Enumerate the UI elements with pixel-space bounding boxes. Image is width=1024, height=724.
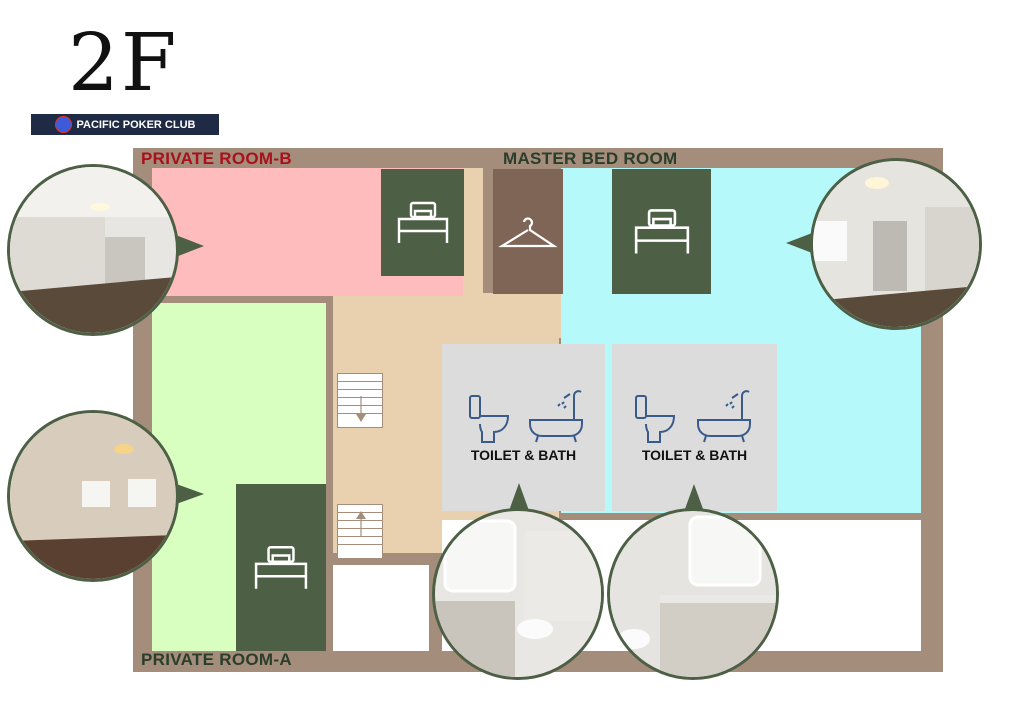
toilet-icon	[635, 395, 676, 443]
bed-tile-private-b	[381, 169, 464, 276]
bathroom-photo-1	[432, 508, 604, 680]
bed-tile-private-a	[236, 484, 326, 651]
room-photo-private-b	[7, 164, 179, 336]
private-room-b-label: PRIVATE ROOM-B	[141, 149, 292, 168]
stairs-up-arrow-icon	[356, 511, 366, 537]
floor-title: 2F	[68, 16, 179, 109]
master-bed-room-label: MASTER BED ROOM	[503, 149, 678, 168]
stairs-down	[337, 373, 383, 428]
bathtub-icon	[697, 390, 751, 443]
room-photo-master	[810, 158, 982, 330]
bed-icon	[397, 201, 448, 243]
closet-tile	[493, 169, 563, 294]
bed-tile-master	[612, 169, 711, 294]
brand-logo: PACIFIC POKER CLUB	[31, 114, 219, 135]
hallway-upper	[463, 168, 483, 296]
bathtub-icon	[529, 390, 583, 443]
room-photo-private-a	[7, 410, 179, 582]
bathroom-2-label: TOILET & BATH	[641, 447, 748, 463]
lower-white-area	[333, 565, 429, 651]
stairs-down-arrow-icon	[356, 396, 366, 422]
bathroom-1-label: TOILET & BATH	[470, 447, 577, 463]
logo-mark-icon	[54, 116, 72, 133]
bathroom-2: TOILET & BATH	[612, 344, 777, 511]
logo-text: PACIFIC POKER CLUB	[76, 118, 196, 131]
private-room-a-label: PRIVATE ROOM-A	[141, 650, 292, 669]
bathroom-photo-2	[607, 508, 779, 680]
stairs-up	[337, 504, 383, 559]
toilet-icon	[469, 395, 510, 443]
hall-to-master	[483, 293, 561, 338]
bed-icon	[634, 208, 689, 254]
hanger-icon	[498, 217, 558, 247]
bed-icon	[254, 545, 308, 589]
